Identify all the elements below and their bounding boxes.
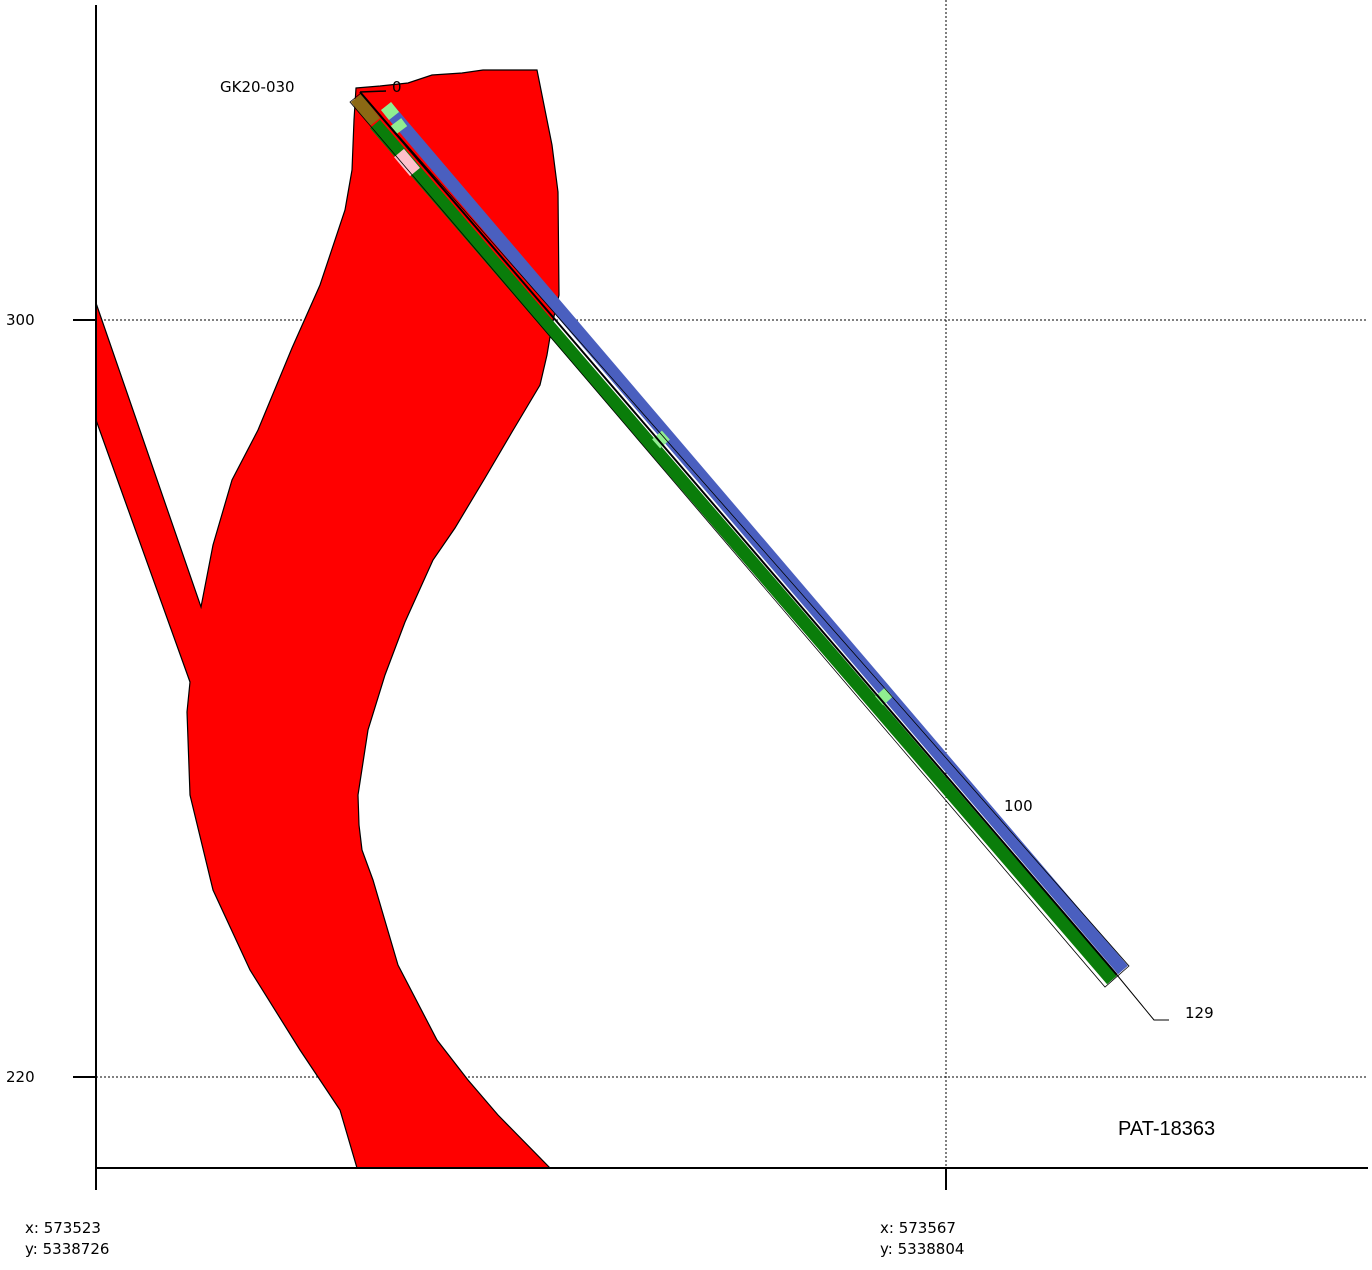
interval-lightgreen-marker-2[interactable]: [390, 118, 408, 134]
depth-label-start: 0: [392, 78, 402, 96]
axes: [73, 5, 1368, 1190]
drillhole-trace[interactable]: [349, 90, 1169, 1021]
elevation-tick-label-300: 300: [6, 311, 35, 329]
elevation-tick-label-220: 220: [6, 1068, 35, 1086]
interval-lightgreen-marker-4[interactable]: [875, 687, 893, 706]
end-leader: [1116, 974, 1169, 1021]
easting-label-2-x: x: 573567: [880, 1219, 956, 1237]
easting-label-2-y: y: 5338804: [880, 1240, 964, 1258]
interval-pink[interactable]: [394, 148, 420, 177]
interval-lightgreen-marker-1[interactable]: [380, 101, 400, 121]
interval-outline: [349, 92, 1130, 988]
easting-label-1-x: x: 573523: [25, 1219, 101, 1237]
main-red-unit: [95, 69, 560, 1169]
depth-label-end: 129: [1185, 1004, 1214, 1022]
interval-brown-collar[interactable]: [350, 93, 381, 127]
collar-tick: [359, 90, 387, 93]
geology-body: [95, 69, 560, 1169]
drillhole-name: GK20-030: [220, 78, 295, 96]
depth-label-mid: 100: [1004, 797, 1033, 815]
easting-label-1-y: y: 5338726: [25, 1240, 109, 1258]
hole-centerline: [359, 91, 1118, 976]
interval-lightgreen-marker-3[interactable]: [652, 430, 670, 449]
interval-green-column[interactable]: [370, 119, 1117, 985]
section-id-label: PAT-18363: [1118, 1118, 1215, 1140]
interval-blue-column[interactable]: [385, 106, 1128, 975]
